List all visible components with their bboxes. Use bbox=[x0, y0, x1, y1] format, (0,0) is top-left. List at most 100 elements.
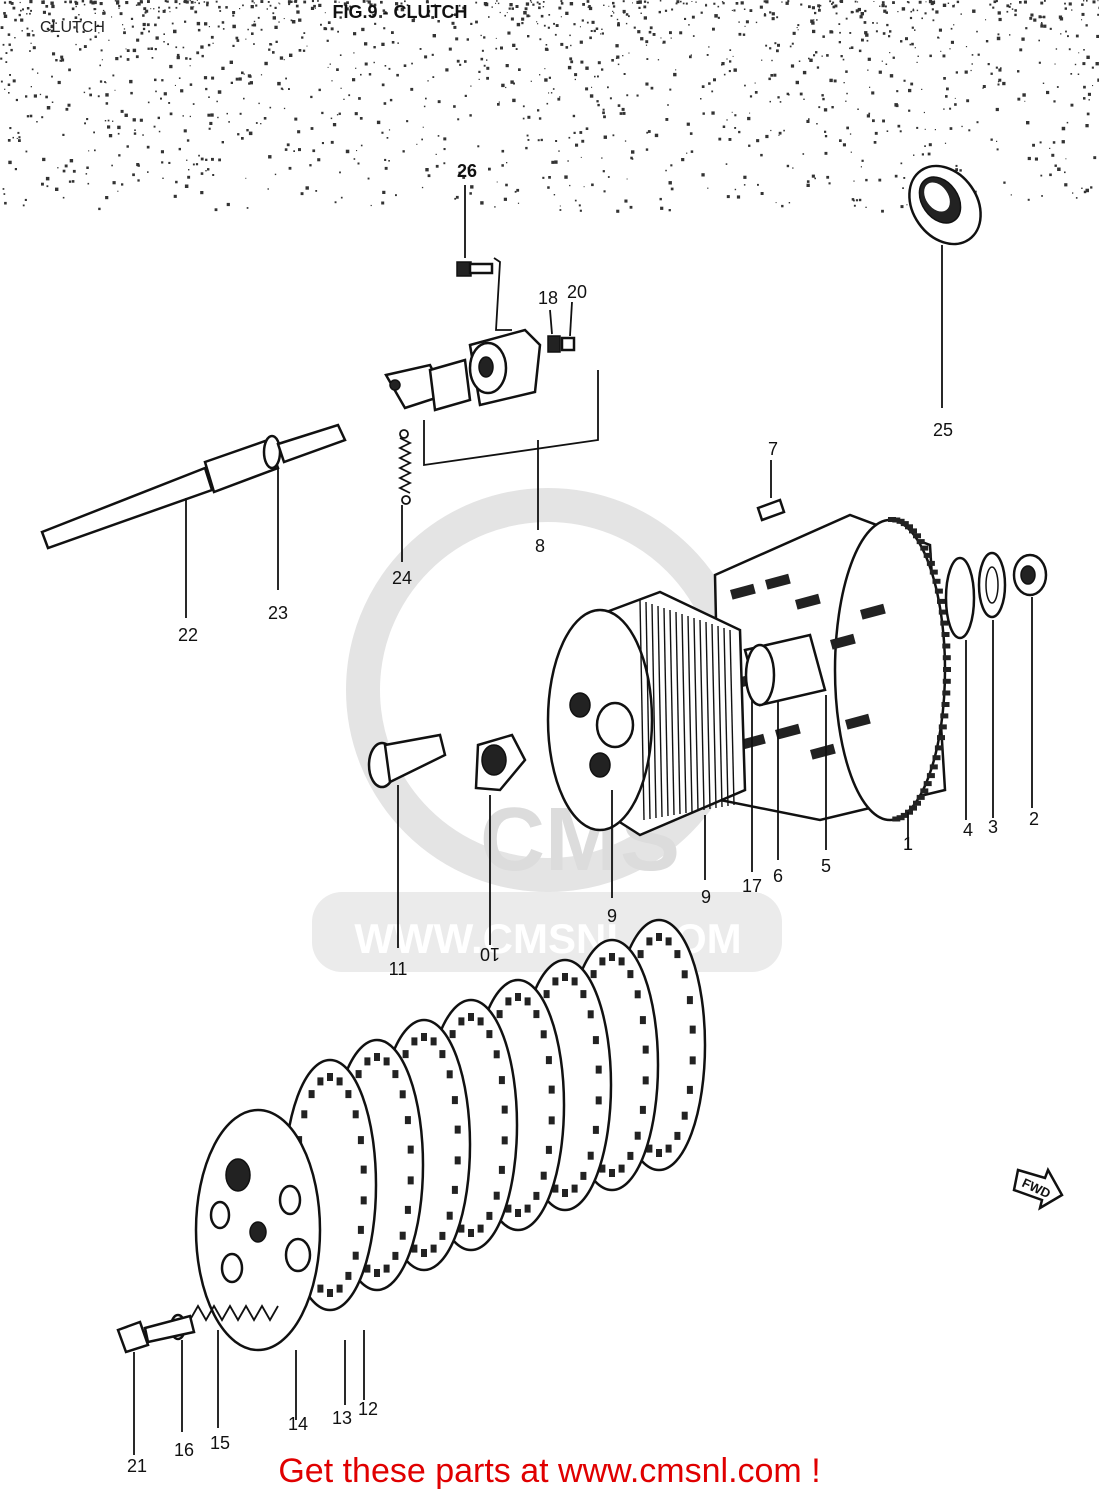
plate-tooth bbox=[501, 1105, 508, 1114]
noise-speck bbox=[65, 107, 69, 111]
noise-speck bbox=[928, 143, 932, 147]
noise-speck bbox=[734, 114, 737, 117]
noise-speck bbox=[161, 79, 164, 82]
noise-speck bbox=[906, 1, 909, 3]
plate-tooth bbox=[686, 1085, 693, 1094]
noise-speck bbox=[949, 48, 951, 50]
noise-speck bbox=[373, 46, 376, 49]
noise-speck bbox=[104, 120, 107, 122]
noise-speck bbox=[443, 148, 446, 151]
noise-speck bbox=[691, 1, 693, 2]
plate-tooth bbox=[609, 1169, 615, 1177]
noise-speck bbox=[977, 53, 980, 56]
noise-speck bbox=[352, 78, 356, 82]
plate-tooth bbox=[639, 1016, 646, 1025]
noise-speck bbox=[622, 55, 624, 57]
plate-tooth bbox=[674, 1131, 681, 1140]
noise-speck bbox=[147, 171, 149, 173]
noise-speck bbox=[229, 60, 233, 64]
scan-noise bbox=[0, 0, 1099, 213]
noise-speck bbox=[211, 76, 215, 80]
noise-speck bbox=[622, 0, 625, 3]
noise-speck bbox=[381, 201, 385, 205]
noise-speck bbox=[189, 0, 191, 2]
noise-speck bbox=[419, 48, 422, 50]
noise-speck bbox=[1083, 97, 1086, 100]
noise-speck bbox=[883, 9, 887, 13]
noise-speck bbox=[583, 186, 585, 188]
footer-link[interactable]: Get these parts at www.cmsnl.com ! bbox=[278, 1452, 821, 1490]
noise-speck bbox=[525, 2, 530, 6]
plate-tooth bbox=[308, 1090, 315, 1099]
noise-speck bbox=[284, 148, 288, 151]
noise-speck bbox=[912, 8, 914, 10]
callout-12: 11 bbox=[389, 959, 408, 979]
noise-speck bbox=[1046, 90, 1050, 95]
noise-speck bbox=[33, 94, 37, 98]
noise-speck bbox=[221, 21, 225, 24]
noise-speck bbox=[184, 20, 187, 23]
noise-speck bbox=[608, 5, 610, 7]
noise-speck bbox=[647, 1, 649, 4]
noise-speck bbox=[248, 131, 253, 136]
noise-speck bbox=[1086, 112, 1090, 116]
noise-speck bbox=[601, 157, 603, 159]
noise-speck bbox=[112, 120, 114, 122]
noise-speck bbox=[783, 129, 785, 132]
noise-speck bbox=[928, 0, 933, 4]
housing-tooth bbox=[909, 528, 917, 534]
noise-speck bbox=[921, 17, 923, 20]
noise-speck bbox=[443, 162, 446, 165]
noise-speck bbox=[242, 4, 244, 7]
noise-speck bbox=[402, 150, 405, 153]
noise-speck bbox=[99, 64, 101, 67]
noise-speck bbox=[1021, 37, 1025, 41]
noise-speck bbox=[603, 115, 606, 119]
noise-speck bbox=[373, 3, 377, 7]
noise-speck bbox=[230, 81, 233, 84]
noise-speck bbox=[895, 104, 899, 108]
hub-tooth bbox=[705, 621, 711, 810]
noise-speck bbox=[540, 138, 543, 142]
noise-speck bbox=[864, 31, 868, 35]
plate-tooth bbox=[646, 937, 653, 946]
noise-speck bbox=[1074, 63, 1077, 66]
noise-speck bbox=[1096, 34, 1099, 38]
noise-speck bbox=[200, 45, 204, 49]
noise-speck bbox=[765, 44, 768, 47]
noise-speck bbox=[1097, 78, 1099, 82]
noise-speck bbox=[100, 49, 103, 52]
noise-speck bbox=[185, 0, 189, 4]
noise-speck bbox=[396, 8, 399, 11]
noise-speck bbox=[343, 2, 348, 6]
noise-speck bbox=[272, 51, 275, 54]
noise-speck bbox=[524, 7, 528, 11]
noise-speck bbox=[944, 142, 947, 144]
noise-speck bbox=[9, 74, 11, 76]
noise-speck bbox=[505, 183, 508, 187]
noise-speck bbox=[1014, 13, 1017, 17]
noise-speck bbox=[12, 79, 16, 83]
plate-tooth bbox=[642, 1076, 649, 1085]
plate-tooth bbox=[552, 977, 559, 986]
noise-speck bbox=[154, 23, 157, 27]
noise-speck bbox=[882, 119, 885, 123]
noise-speck bbox=[158, 130, 161, 133]
noise-speck bbox=[467, 167, 471, 170]
noise-speck bbox=[846, 126, 849, 130]
noise-speck bbox=[788, 202, 791, 204]
noise-speck bbox=[10, 48, 13, 52]
noise-speck bbox=[327, 21, 331, 24]
noise-speck bbox=[275, 40, 278, 43]
corner-title: CLUTCH bbox=[40, 19, 105, 36]
noise-speck bbox=[486, 66, 490, 70]
noise-speck bbox=[185, 57, 188, 60]
noise-speck bbox=[916, 61, 918, 63]
noise-speck bbox=[208, 127, 211, 130]
noise-speck bbox=[525, 146, 528, 150]
noise-speck bbox=[1054, 164, 1057, 167]
noise-speck bbox=[1065, 30, 1067, 33]
noise-speck bbox=[253, 43, 255, 45]
noise-speck bbox=[75, 43, 77, 46]
plate-tooth bbox=[486, 1211, 493, 1220]
